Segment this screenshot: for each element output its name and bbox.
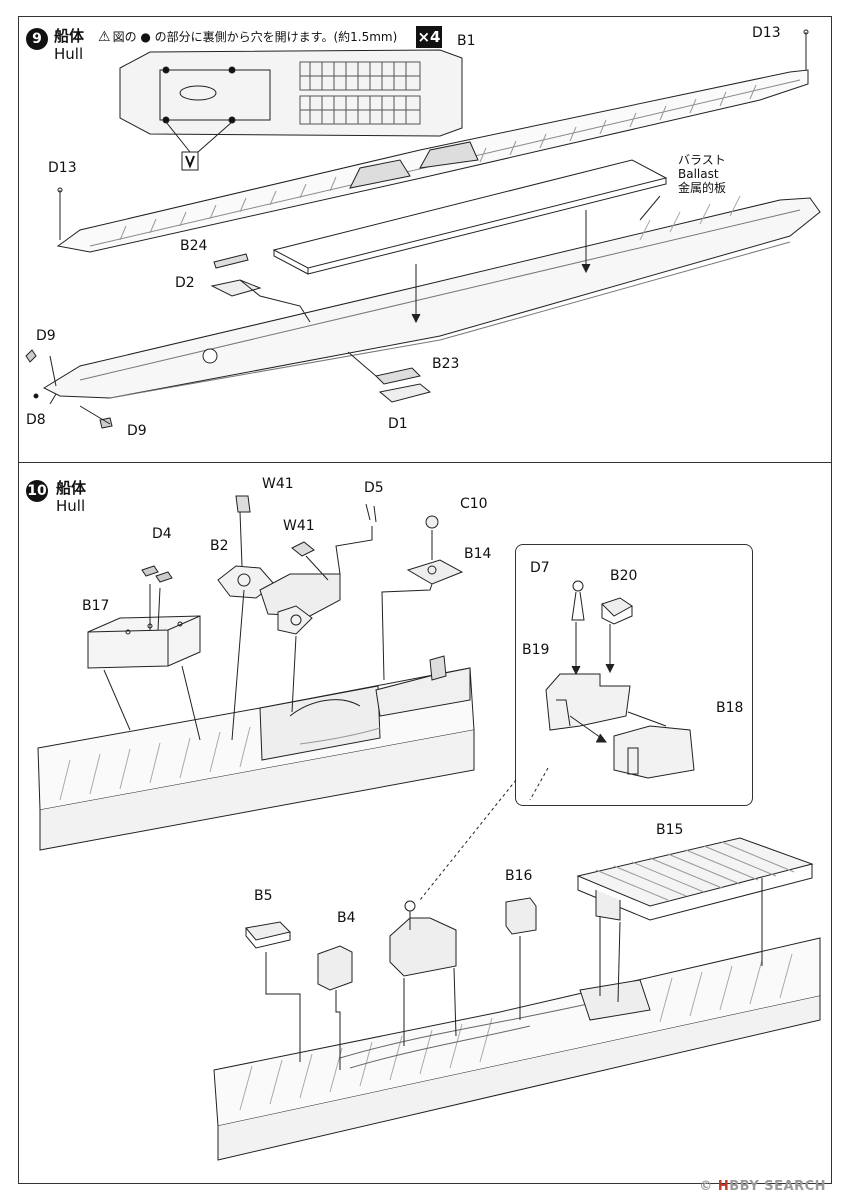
step-9-number: 9 [26,28,48,50]
ballast-label-jp: バラスト [678,153,726,167]
watermark-brand-b: BBY SEARCH [729,1179,826,1194]
inset-parts-drawing [545,580,695,779]
assembly-arrows-step10-lower [265,878,763,1070]
step-9-title-jp: 船体 [54,27,85,45]
part-label-B19: B19 [522,642,550,658]
hull-section-upper-drawing [37,655,475,851]
part-label-D4: D4 [152,526,172,542]
part-label-B14: B14 [464,546,492,562]
lower-hull-drawing [42,195,821,399]
part-label-D7: D7 [530,560,550,576]
part-label-D2: D2 [175,275,195,291]
watermark-prefix: © [699,1179,713,1194]
parts-b16-b5-b4-drawing [245,897,537,991]
part-label-B15: B15 [656,822,684,838]
warning-icon: ⚠ [98,29,111,45]
part-b15-drawing [576,837,814,921]
step-10-title-en: Hull [56,497,86,515]
part-label-B20: B20 [610,568,638,584]
part-label-B23: B23 [432,356,460,372]
part-label-B24: B24 [180,238,208,254]
part-b17-drawing [87,615,201,669]
hull-section-lower-drawing [213,937,821,1161]
part-label-B18: B18 [716,700,744,716]
part-label-B1: B1 [457,33,476,49]
part-label-D1: D1 [388,416,408,432]
part-label-B2: B2 [210,538,229,554]
part-label-D13: D13 [752,25,781,41]
page-border [18,16,832,1184]
drill-note-text: 図の ● の部分に裏側から穴を開けます。(約1.5mm) [112,30,398,44]
part-label-B16: B16 [505,868,533,884]
drill-note: ⚠図の ● の部分に裏側から穴を開けます。(約1.5mm) [98,30,397,44]
part-b14-drawing [406,515,464,585]
assembly-arrows-step10-upper [103,511,433,741]
step-10-number: 10 [26,480,48,502]
watermark: © HBBY SEARCH [699,1179,826,1194]
pin-d13-drawing [57,29,809,240]
part-label-W41: W41 [262,476,294,492]
part-label-D13: D13 [48,160,77,176]
ballast-label-jp2: 金属的板 [678,181,727,195]
ballast-label: バラスト Ballast 金属的板 [678,153,726,195]
detail-inset-box [515,544,753,806]
part-label-B17: B17 [82,598,110,614]
part-label-D8: D8 [26,412,46,428]
part-label-B5: B5 [254,888,273,904]
part-label-W41: W41 [283,518,315,534]
part-label-C10: C10 [460,496,488,512]
part-label-D9: D9 [36,328,56,344]
part-label-D5: D5 [364,480,384,496]
part-label-D9: D9 [127,423,147,439]
part-label-B4: B4 [337,910,356,926]
deck-plate-b1-drawing [119,49,463,171]
part-d4-drawing [141,565,173,583]
step-10-title-jp: 船体 [56,479,87,497]
part-b2-drawing [217,495,377,635]
assembly-arrows-step9 [49,195,661,425]
step-9-title-en: Hull [54,45,84,63]
ballast-label-en: Ballast [678,167,719,181]
ballast-plate-drawing [272,159,668,275]
detail-leader-line [419,779,517,901]
upper-deck-drawing [56,69,809,253]
multiplier-badge: ×4 [416,26,442,48]
watermark-brand-a: H [717,1179,730,1194]
section-divider [18,462,832,463]
inset-arrows [529,622,667,801]
small-parts-step9 [25,253,432,429]
